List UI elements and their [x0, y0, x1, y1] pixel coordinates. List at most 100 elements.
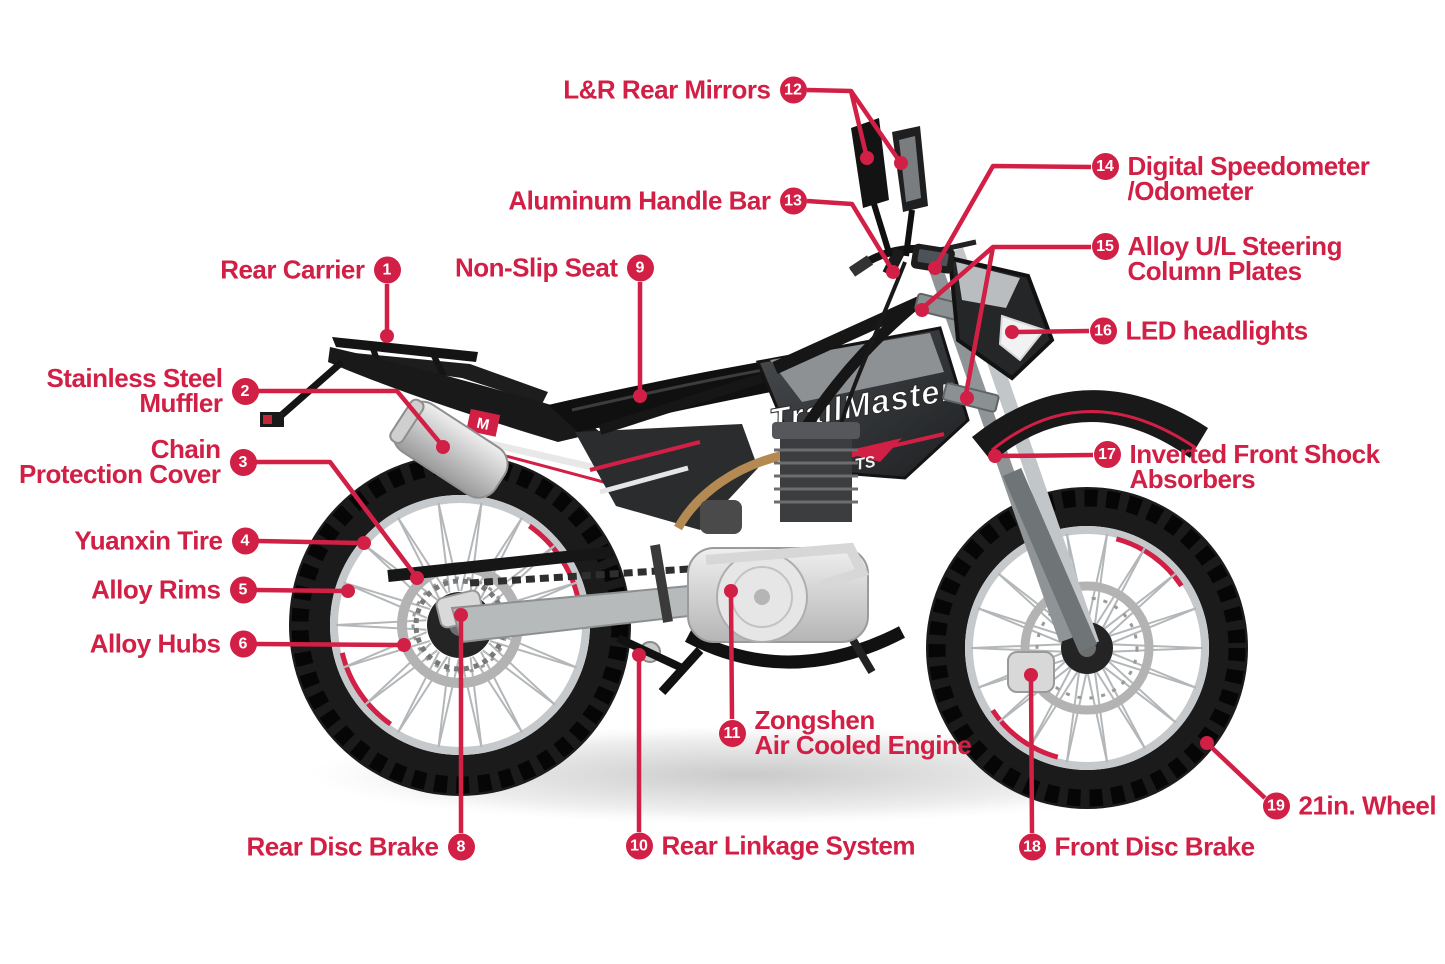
spoke	[343, 640, 431, 669]
spoke	[397, 655, 449, 733]
spoke	[1086, 533, 1109, 623]
spoke	[1065, 672, 1080, 763]
spoke	[397, 517, 449, 595]
part-label-text: Alloy Rims	[91, 574, 221, 605]
part-number-badge-2: 2	[231, 377, 259, 405]
tm-logo-mark	[466, 408, 501, 437]
part-label-text: Rear Linkage System	[661, 830, 916, 861]
part-label-text: Alloy Hubs	[89, 628, 221, 659]
part-number-badge-9: 9	[626, 254, 654, 282]
spoke	[1028, 668, 1072, 749]
spoke	[1102, 668, 1146, 749]
leader-dot-6	[397, 638, 411, 652]
part-number-badge-12: 12	[779, 76, 807, 104]
part-number-badge-17: 17	[1093, 440, 1121, 468]
part-number-badge-11: 11	[718, 719, 746, 747]
part-number-badge-19: 19	[1262, 792, 1290, 820]
spoke	[492, 631, 577, 669]
leader-dot-5	[341, 584, 355, 598]
spoke	[1108, 572, 1177, 635]
leader-line-16	[1015, 328, 1090, 335]
model-mark: TS	[854, 454, 877, 474]
spoke	[1112, 652, 1197, 689]
spoke	[335, 624, 427, 631]
leader-line-4	[257, 538, 361, 546]
spoke	[970, 643, 1062, 649]
part-number-badge-5: 5	[229, 576, 257, 604]
spoke	[1112, 647, 1204, 653]
leader-dot-17	[988, 449, 1002, 463]
leader-line-19	[1208, 744, 1267, 800]
part-label-text: LED headlights	[1125, 315, 1309, 346]
spoke	[471, 517, 523, 595]
leader-line-17	[998, 452, 1094, 459]
skid-frame	[684, 626, 905, 669]
leader-dot-15	[915, 303, 929, 317]
spoke	[437, 502, 451, 593]
leader-line-15	[963, 246, 996, 395]
part-number-badge-3: 3	[229, 448, 257, 476]
part-label-text: Rear Carrier	[220, 254, 365, 285]
spoke	[1095, 671, 1146, 749]
spoke	[1112, 643, 1204, 649]
leader-dot-11	[724, 584, 738, 598]
spoke	[364, 649, 438, 706]
part-number-badge-8: 8	[447, 833, 475, 861]
spoke	[1109, 659, 1197, 689]
spoke	[343, 581, 431, 610]
rear-shock	[650, 544, 673, 623]
part-label-text: L&R Rear Mirrors	[563, 74, 771, 105]
spoke	[1103, 572, 1177, 630]
leader-line-6	[255, 641, 401, 648]
leader-dot-18	[1024, 668, 1038, 682]
part-label-text: Yuanxin Tire	[74, 525, 223, 556]
spoke	[488, 642, 556, 706]
front-fender	[972, 390, 1208, 462]
part-number-badge-15: 15	[1091, 232, 1119, 260]
chain-protection-cover	[387, 546, 613, 582]
spoke	[343, 581, 428, 619]
spoke	[489, 640, 577, 669]
spoke	[364, 642, 432, 706]
leader-dot-3	[410, 571, 424, 585]
spoke	[1109, 607, 1197, 637]
spoke	[1028, 671, 1079, 749]
spoke	[437, 657, 451, 748]
leader-line-12	[849, 89, 900, 161]
part-label-text: Alloy U/L Steering Column Plates	[1127, 230, 1343, 286]
footpeg	[658, 646, 704, 696]
part-number-badge-14: 14	[1091, 152, 1119, 180]
chain	[469, 564, 706, 587]
spoke	[437, 658, 460, 748]
heat-shield	[705, 542, 870, 591]
leader-dot-15	[960, 391, 974, 405]
part-number-badge-18: 18	[1018, 833, 1046, 861]
cable	[836, 261, 907, 435]
lower-fork-leg	[1002, 468, 1098, 652]
spoke	[480, 651, 523, 733]
spoke	[469, 502, 483, 593]
spoke	[471, 655, 523, 733]
part-label-12: L&R Rear Mirrors 12	[563, 74, 807, 105]
spoke	[977, 607, 1065, 637]
part-label-8: Rear Disc Brake 8	[246, 831, 475, 862]
spoke	[397, 517, 440, 599]
spoke	[1094, 533, 1109, 624]
leader-dot-4	[357, 536, 371, 550]
part-label-text: Rear Disc Brake	[246, 831, 439, 862]
part-label-text: Front Disc Brake	[1054, 831, 1256, 862]
linkage-arm	[616, 634, 684, 672]
leader-dot-19	[1200, 736, 1214, 750]
part-number-badge-13: 13	[779, 187, 807, 215]
leader-dot-9	[633, 389, 647, 403]
leader-line-3	[256, 459, 417, 577]
carburetor	[700, 500, 742, 534]
